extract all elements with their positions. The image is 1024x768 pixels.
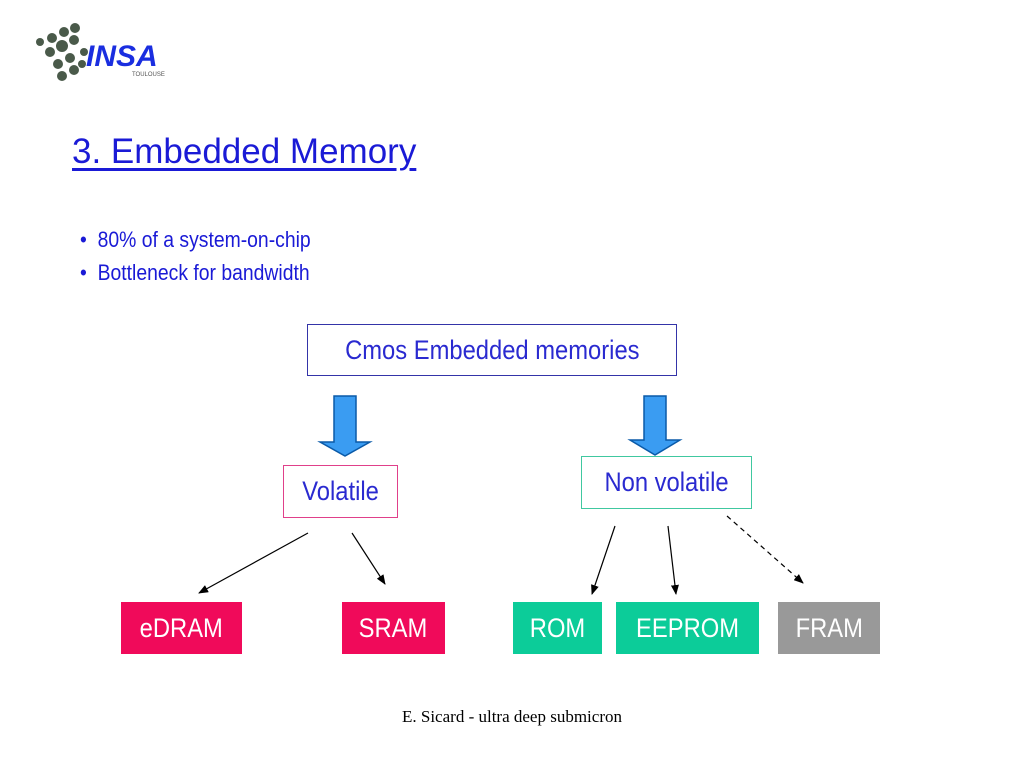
node-label: Non volatile xyxy=(604,467,729,497)
node-label: ROM xyxy=(529,612,586,643)
bullet-list: • 80% of a system-on-chip • Bottleneck for… xyxy=(80,223,342,289)
node-edram: eDRAM xyxy=(121,602,242,654)
bullet-item: • Bottleneck for bandwidth xyxy=(80,256,311,289)
node-label: Cmos Embedded memories xyxy=(344,334,640,365)
logo-dots xyxy=(36,23,88,81)
node-fram: FRAM xyxy=(778,602,880,654)
node-cmos-embedded-memories: Cmos Embedded memories xyxy=(307,324,677,376)
down-arrow-volatile xyxy=(317,395,373,457)
arrow-to-eeprom xyxy=(667,525,679,595)
arrow-to-rom xyxy=(591,525,616,595)
arrow-to-sram xyxy=(351,532,386,585)
node-rom: ROM xyxy=(513,602,602,654)
node-eeprom: EEPROM xyxy=(616,602,759,654)
node-label: EEPROM xyxy=(636,612,739,643)
node-label: Volatile xyxy=(302,476,379,506)
node-volatile: Volatile xyxy=(283,465,398,518)
node-label: SRAM xyxy=(359,612,428,643)
bullet-dot: • xyxy=(80,227,87,252)
node-label: FRAM xyxy=(795,612,863,643)
down-arrow-nonvolatile xyxy=(627,395,683,456)
logo-subtext: TOULOUSE xyxy=(132,72,165,78)
bullet-text: Bottleneck for bandwidth xyxy=(97,260,310,285)
bullet-dot: • xyxy=(80,260,87,285)
logo-text: INSA xyxy=(86,40,158,73)
slide-footer: E. Sicard - ultra deep submicron xyxy=(402,707,622,726)
node-non-volatile: Non volatile xyxy=(581,456,752,509)
arrow-to-edram xyxy=(198,532,309,594)
bullet-text: 80% of a system-on-chip xyxy=(97,227,311,252)
bullet-item: • 80% of a system-on-chip xyxy=(80,223,311,256)
node-label: eDRAM xyxy=(139,612,224,643)
arrow-to-fram xyxy=(726,515,804,584)
slide-title: 3. Embedded Memory xyxy=(72,132,417,171)
insa-logo: INSA TOULOUSE xyxy=(34,20,194,100)
node-sram: SRAM xyxy=(342,602,445,654)
